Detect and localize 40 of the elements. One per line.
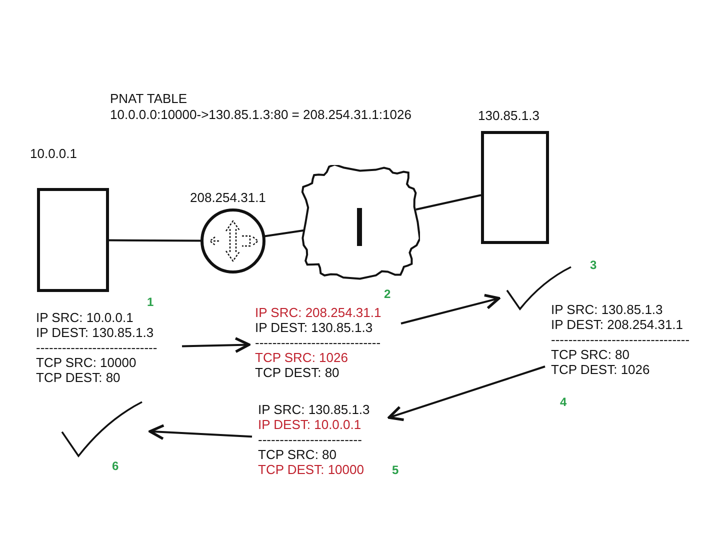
ip-address-label: 208.254.31.1 (190, 190, 267, 205)
separator-line-text: ------------------------ (258, 432, 363, 447)
table-entry: 10.0.0.0:10000->130.85.1.3:80 = 208.254.31.1:1026 (110, 107, 412, 122)
packet-header-field: TCP SRC: 80 (551, 347, 701, 362)
packet-header-field: IP SRC: 208.254.31.1 (255, 305, 395, 320)
step-number: 4 (560, 395, 567, 409)
packet-header-field: TCP DEST: 10000 (258, 462, 383, 477)
connection-line (109, 239, 202, 242)
arrow (388, 366, 546, 422)
ip-address-label: 130.85.1.3 (478, 108, 540, 123)
packet-header-field: IP DEST: 10.0.0.1 (258, 417, 383, 432)
packet-header-field: TCP SRC: 1026 (255, 350, 395, 365)
packet-header-field: IP DEST: 208.254.31.1 (551, 317, 701, 332)
step-number: 1 (147, 295, 154, 309)
table-heading: PNAT TABLE (110, 91, 188, 106)
ip-address-label: 10.0.0.1 (30, 146, 78, 161)
packet-header-field: TCP DEST: 1026 (551, 362, 701, 377)
packet-header-field: IP SRC: 130.85.1.3 (258, 402, 383, 417)
step-number: 6 (112, 459, 119, 473)
packet-header-field: TCP SRC: 80 (258, 447, 383, 462)
packet-header-field: TCP DEST: 80 (255, 365, 395, 380)
step-number: 5 (392, 463, 399, 477)
separator-line-text: ---------------------------- (36, 340, 158, 355)
packet-header-field: IP SRC: 130.85.1.3 (551, 302, 701, 317)
checkmark-drawing (60, 400, 144, 458)
connection-line (416, 194, 482, 210)
connection-line (264, 229, 304, 238)
separator-line-text: ----------------------------- (255, 335, 382, 350)
internet-cloud (300, 165, 420, 280)
arrow (148, 424, 252, 440)
separator-line-text: -------------------------------- (551, 332, 691, 347)
packet-header-field: IP DEST: 130.85.1.3 (36, 325, 176, 340)
packet-header-field: TCP DEST: 80 (36, 370, 176, 385)
step-number: 3 (590, 258, 597, 272)
arrow (400, 294, 500, 324)
arrow (182, 337, 250, 354)
packet-header-field: TCP SRC: 10000 (36, 355, 176, 370)
step-number: 2 (384, 287, 391, 301)
packet-header-field: IP DEST: 130.85.1.3 (255, 320, 395, 335)
packet-header-field: IP SRC: 10.0.0.1 (36, 310, 176, 325)
